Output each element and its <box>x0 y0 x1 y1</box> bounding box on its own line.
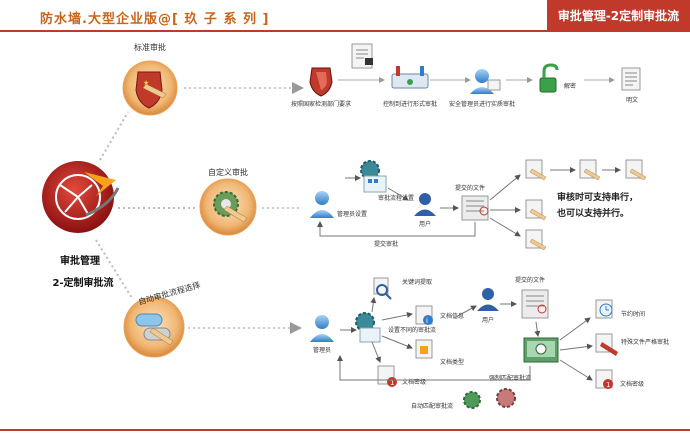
match-engine-icon <box>523 337 559 363</box>
row3-arrows <box>337 297 593 381</box>
row3-admin-icon <box>310 315 334 342</box>
row3-doc-level2-label: 文档密级 <box>620 380 644 388</box>
main-logo-icon <box>42 161 120 233</box>
row1-connector <box>184 77 615 94</box>
row3-doc-level-label: 文档密级 <box>402 378 426 386</box>
shield-icon <box>309 67 333 97</box>
row2-note-line2: 也可以支持并行。 <box>557 207 629 219</box>
row3-auto-match-label: 自动匹配审批流 <box>411 402 453 410</box>
custom-approval-circle <box>199 178 257 236</box>
row3-doc-type-label: 文档类型 <box>440 358 464 366</box>
custom-approval-label: 自定义审批 <box>208 167 248 177</box>
standard-approval-circle: ★ <box>122 60 178 116</box>
row2-approver-icons <box>525 159 647 251</box>
auto-approval-circle <box>123 296 185 358</box>
row3-special-doc-label: 特殊文件严格审批 <box>621 338 669 346</box>
special-doc-icon <box>595 333 618 356</box>
doc-info-icon: i <box>415 305 433 325</box>
row3-keyword-label: 关键词提取 <box>402 278 432 286</box>
row3-doc-info-label: 文档信息 <box>440 312 464 320</box>
header-divider <box>0 30 690 32</box>
doc-level2-icon: 1 <box>595 369 613 389</box>
row2-note-line1: 审核时可支持串行， <box>557 191 638 203</box>
row3-force-match-label: 强制匹配审批流 <box>489 374 531 382</box>
main-title-line2: 2-定制审批流 <box>52 276 113 289</box>
save-time-clock-icon <box>595 299 613 319</box>
row2-submit-approval-label: 提交审批 <box>374 240 398 248</box>
row2-arrows <box>317 167 621 237</box>
auto-match-gears-icon <box>463 388 516 409</box>
row2-submit-doc-label: 提交的文件 <box>455 184 485 192</box>
row3-gear-icon <box>355 312 381 343</box>
row1-control-label: 控制到进行形式审批 <box>383 100 437 108</box>
row2-flow-gear-icon <box>360 160 387 193</box>
plaintext-document-icon <box>621 67 641 91</box>
row3-admin-label: 管理员 <box>313 346 331 354</box>
row3-user-icon <box>477 288 499 311</box>
unlock-icon <box>539 63 559 93</box>
svg-text:1: 1 <box>606 381 610 389</box>
row3-diff-flow-label: 设置不同的审批流 <box>388 326 436 334</box>
logo-connectors <box>95 111 196 299</box>
svg-text:1: 1 <box>390 379 394 387</box>
row3-doc-icon <box>521 289 549 319</box>
doc-type-icon <box>415 339 433 359</box>
row2-user-icon <box>414 193 436 216</box>
row3-submit-doc-label: 提交的文件 <box>515 276 545 284</box>
header-badge: 审批管理-2定制审批流 <box>547 0 690 31</box>
svg-text:★: ★ <box>143 79 149 87</box>
locked-document-icon <box>351 43 373 69</box>
control-device-icon <box>391 66 429 89</box>
row1-security-label: 安全管理员进行实质审批 <box>449 100 515 108</box>
row1-plaintext-label: 明文 <box>626 96 638 104</box>
doc-level-icon: 1 <box>377 365 397 387</box>
row1-decrypt-label: 解密 <box>564 82 576 90</box>
row3-user-label: 用户 <box>482 316 494 324</box>
svg-text:i: i <box>426 317 428 325</box>
row3-save-time-label: 节约时间 <box>621 310 645 318</box>
keyword-search-icon <box>373 277 392 300</box>
standard-approval-label: 标准审批 <box>134 42 166 52</box>
header-title: 防水墙.大型企业版@[ 玖 子 系 列 ] <box>40 12 270 27</box>
security-admin-icon <box>470 69 501 94</box>
row2-admin-icon <box>310 191 334 218</box>
main-title-line1: 审批管理 <box>60 254 100 267</box>
row2-flow-setting-label: 审批流程设置 <box>378 194 414 202</box>
row2-user-label: 用户 <box>419 220 431 228</box>
row1-check-label: 按照国家检测部门要求 <box>291 100 351 108</box>
row2-doc-icon <box>461 195 489 221</box>
row2-admin-setting-label: 管理员设置 <box>337 210 367 218</box>
footer-divider <box>0 429 690 431</box>
